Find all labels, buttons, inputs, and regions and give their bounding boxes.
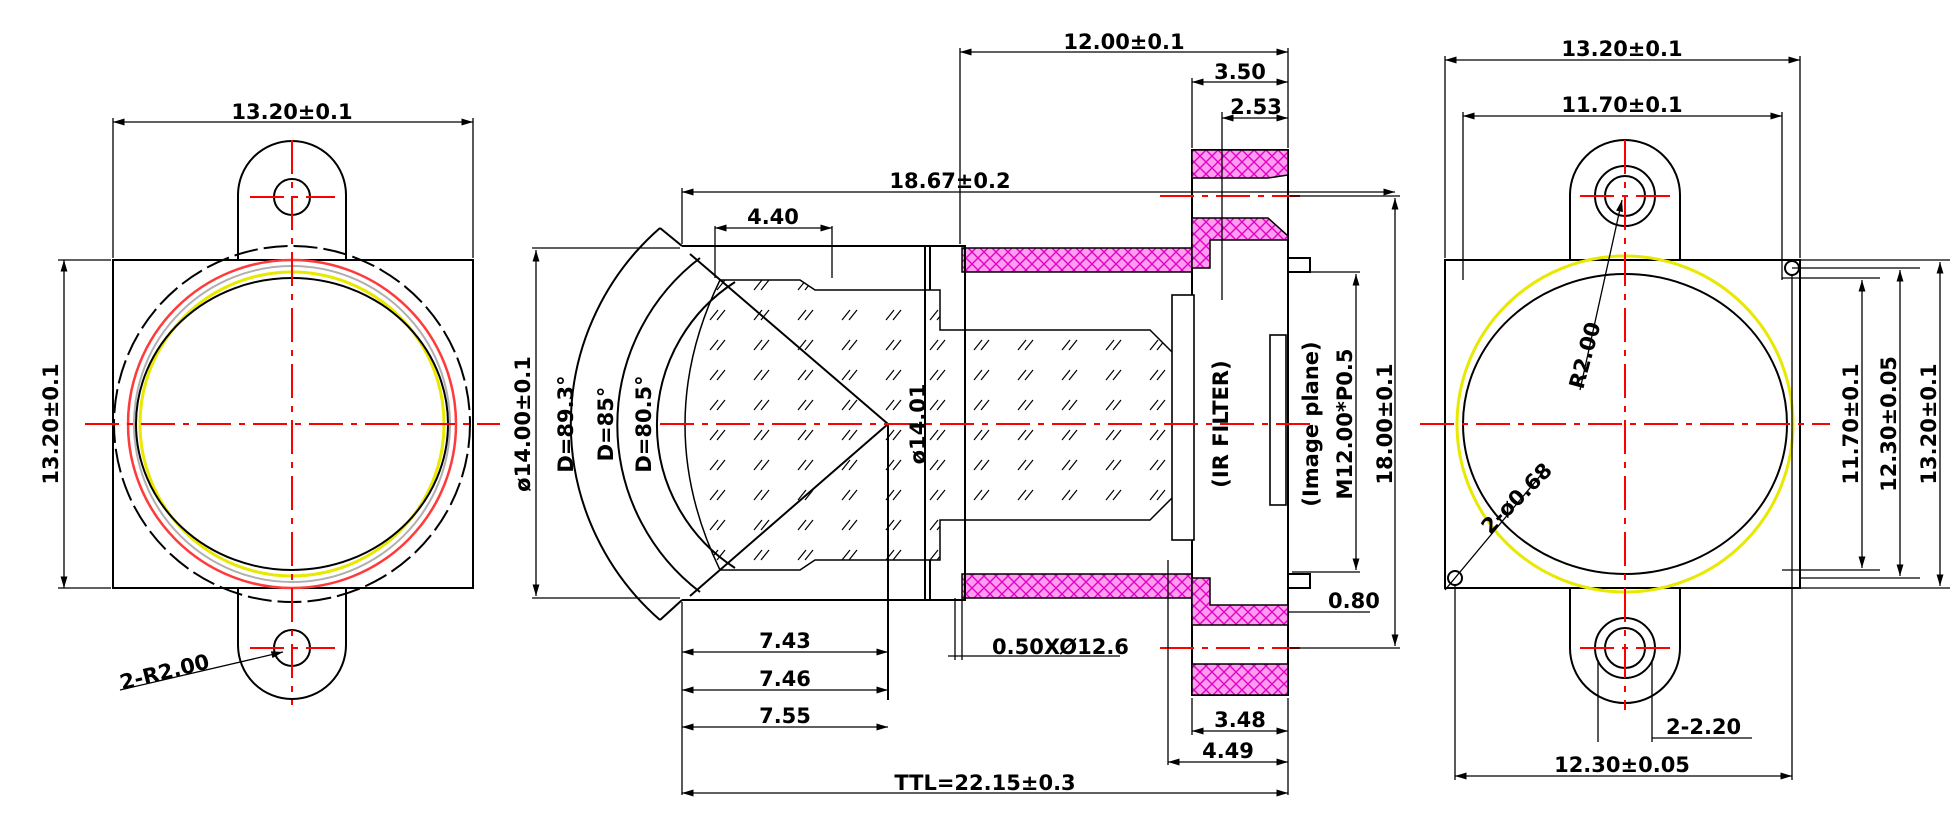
image-plane-label: (Image plane) (1299, 341, 1323, 506)
front-length-dim: 4.40 (747, 205, 799, 229)
barrel-length-dim: 18.67±0.2 (889, 169, 1010, 193)
ttl-dim: TTL=22.15±0.3 (894, 771, 1075, 795)
rear-h-1320-dim: 13.20±0.1 (1917, 363, 1941, 484)
lens-diameter-dim: ø14.01 (906, 384, 930, 465)
rear-radius-dim: R2.00 (1565, 319, 1606, 391)
len-755-dim: 7.55 (759, 704, 811, 728)
rear-view: 13.20±0.1 11.70±0.1 R2.00 2-ø0.68 11.70±… (1420, 37, 1950, 780)
flange-hatch-4 (1191, 663, 1289, 696)
lens-elements (684, 279, 1181, 571)
fov-arc-middle (616, 257, 701, 593)
side-section-view: 12.00±0.1 3.50 2.53 18.67±0.2 4.40 ø14.0… (511, 30, 1400, 797)
ir-filter-glass (1171, 294, 1195, 541)
overall-length-dim: 12.00±0.1 (1063, 30, 1184, 54)
flange-hatch-3 (1191, 577, 1289, 626)
left-width-dim: 13.20±0.1 (231, 100, 352, 124)
fov-ray-bottom (689, 423, 889, 597)
outer-diameter-dim: ø14.00±0.1 (511, 356, 535, 492)
fov-arc-inner (655, 281, 736, 569)
mount-height-dim: 18.00±0.1 (1373, 363, 1397, 484)
seat-449-dim: 4.49 (1202, 739, 1254, 763)
fov-ray-top (689, 253, 889, 425)
back-spacer-dim: 0.50XØ12.6 (992, 635, 1129, 659)
len-746-dim: 7.46 (759, 667, 811, 691)
len-743-dim: 7.43 (759, 629, 811, 653)
thread-label: M12.00*P0.5 (1333, 349, 1357, 500)
filter-thickness-dim: 2.53 (1230, 95, 1282, 119)
fov-85-dim: D=85° (594, 387, 618, 462)
hole-radius-dim: 2-R2.00 (117, 649, 211, 694)
rear-inner-width-dim: 11.70±0.1 (1561, 93, 1682, 117)
flange-hatch-1 (1191, 149, 1289, 179)
slot-dim: 2-2.20 (1666, 715, 1741, 739)
fov-arc-outer (569, 227, 661, 621)
fov-80-dim: D=80.5° (632, 375, 656, 472)
left-height-dim: 13.20±0.1 (39, 363, 63, 484)
rear-h-1170-dim: 11.70±0.1 (1839, 363, 1863, 484)
gap-dim: 0.80 (1328, 589, 1380, 613)
front-view: 13.20±0.1 13.20±0.1 2-R2.00 (39, 100, 500, 705)
barrel-wall-top (961, 247, 1193, 273)
rear-top-width-dim: 13.20±0.1 (1561, 37, 1682, 61)
filter-offset-dim: 3.50 (1214, 60, 1266, 84)
bottom-ear (237, 588, 347, 700)
fov-89-dim: D=89.3° (554, 375, 578, 472)
flange-hatch-2 (1191, 217, 1289, 269)
barrel-wall-bottom (961, 573, 1193, 599)
ir-filter-label: (IR FILTER) (1209, 360, 1233, 487)
image-plane-sensor (1269, 334, 1287, 506)
pin-hole-dim: 2-ø0.68 (1477, 458, 1557, 538)
rear-bottom-width-dim: 12.30±0.05 (1554, 753, 1690, 777)
rear-h-1230-dim: 12.30±0.05 (1877, 356, 1901, 492)
seat-348-dim: 3.48 (1214, 708, 1266, 732)
